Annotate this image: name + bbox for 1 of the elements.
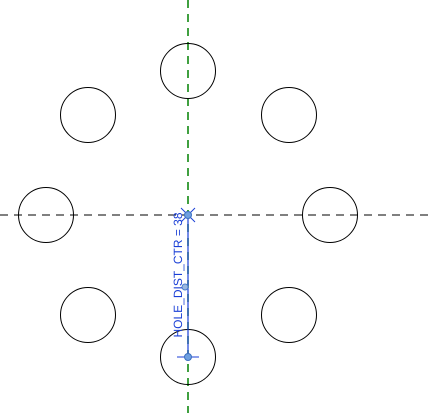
dimension-label: HOLE_DIST_CTR = 38 <box>172 212 184 338</box>
